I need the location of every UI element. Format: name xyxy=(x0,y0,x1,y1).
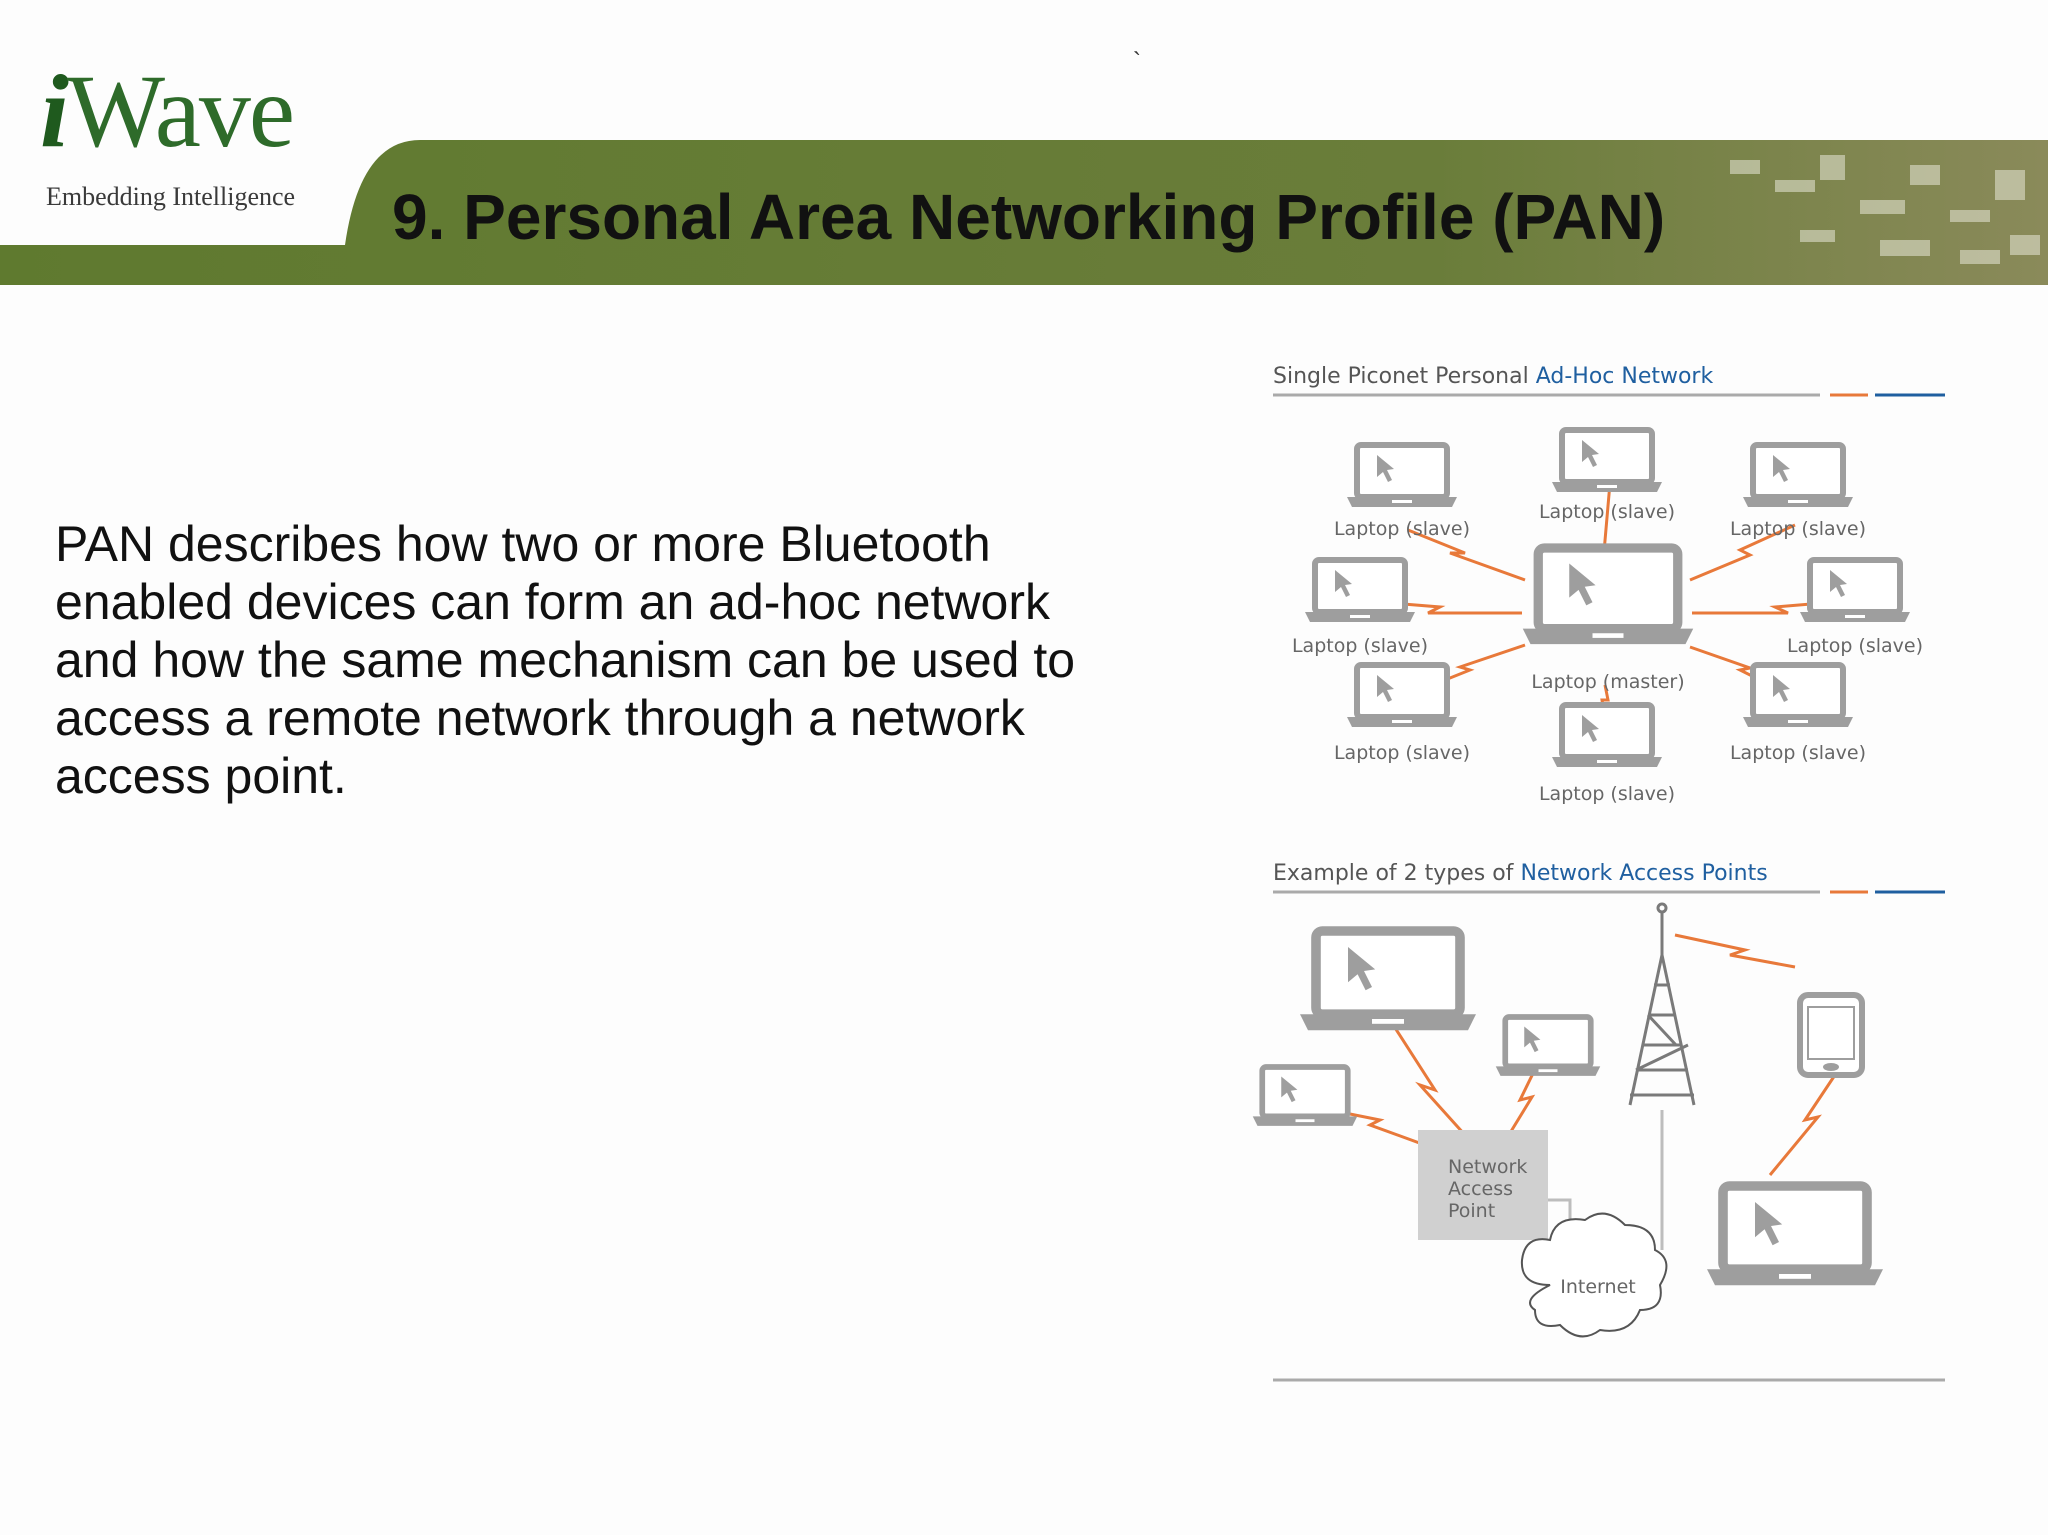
cell-tower-icon xyxy=(1628,902,1696,1106)
label-slave-mid-left: Laptop (slave) xyxy=(1292,635,1428,657)
laptop-bottom-small-left xyxy=(1253,1067,1358,1126)
nap-line-2: Access xyxy=(1448,1178,1513,1200)
laptop-master xyxy=(1523,548,1694,644)
stray-mark: ` xyxy=(1133,48,1141,75)
label-slave-top-left: Laptop (slave) xyxy=(1334,518,1470,540)
label-slave-top-center: Laptop (slave) xyxy=(1539,501,1675,523)
laptop-slave-mid-right xyxy=(1800,560,1910,622)
internet-cloud-icon: Internet xyxy=(1520,1212,1668,1338)
phone-icon xyxy=(1797,992,1865,1078)
nap-line-1: Network xyxy=(1448,1156,1527,1178)
laptop-bottom-small-center xyxy=(1496,1017,1601,1076)
laptop-slave-top-left xyxy=(1347,445,1457,507)
laptop-slave-mid-left xyxy=(1305,560,1415,622)
laptop-slave-top-right xyxy=(1743,445,1853,507)
top-diagram-title: Single Piconet Personal Ad-Hoc Network xyxy=(1273,364,1713,389)
slide-title: 9. Personal Area Networking Profile (PAN… xyxy=(392,181,1666,253)
body-paragraph: PAN describes how two or more Bluetooth … xyxy=(55,516,1076,804)
laptop-bottom-large-right xyxy=(1707,1186,1883,1285)
laptop-slave-bottom-center xyxy=(1552,705,1662,767)
label-slave-bottom-right: Laptop (slave) xyxy=(1730,742,1866,764)
logo-tagline: Embedding Intelligence xyxy=(46,182,296,211)
laptop-slave-bottom-left xyxy=(1347,665,1457,727)
circuit-board-texture xyxy=(1730,155,2040,264)
laptop-slave-top-center xyxy=(1552,430,1662,492)
label-slave-bottom-center: Laptop (slave) xyxy=(1539,783,1675,805)
nap-line-3: Point xyxy=(1448,1200,1495,1222)
company-logo: iWave Embedding Intelligence xyxy=(40,60,300,220)
label-slave-bottom-left: Laptop (slave) xyxy=(1334,742,1470,764)
label-slave-mid-right: Laptop (slave) xyxy=(1787,635,1923,657)
label-slave-top-right: Laptop (slave) xyxy=(1730,518,1866,540)
laptop-slave-bottom-right xyxy=(1743,665,1853,727)
label-master: Laptop (master) xyxy=(1531,671,1684,693)
pan-diagram: Single Piconet Personal Ad-Hoc Network L… xyxy=(1250,364,1945,1382)
access-links xyxy=(1329,933,1837,1176)
internet-label: Internet xyxy=(1560,1276,1635,1298)
network-access-point: Network Access Point xyxy=(1418,1130,1548,1240)
laptop-bottom-large-left xyxy=(1300,931,1476,1030)
bottom-diagram-title: Example of 2 types of Network Access Poi… xyxy=(1273,861,1768,886)
header-band xyxy=(0,140,2048,285)
logo-wordmark: iWave xyxy=(40,54,295,169)
